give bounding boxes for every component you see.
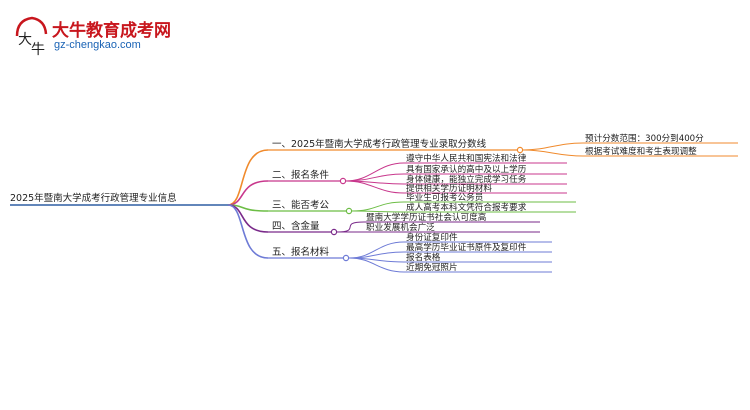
branch-1-leaf-2: 根据考试难度和考生表现调整 — [585, 145, 697, 157]
branch-1-label: 一、2025年暨南大学成考行政管理专业录取分数线 — [272, 138, 487, 150]
branch-3-leaf-1-connector — [351, 201, 405, 212]
logo-title: 大牛教育成考网 — [52, 21, 171, 41]
branch-2-leaf-1-connector — [345, 162, 405, 182]
branch-1-node — [516, 146, 524, 154]
branch-5-leaf-2: 最高学历毕业证书原件及复印件 — [406, 241, 527, 253]
branch-4-node — [330, 228, 338, 236]
branch-5-leaf-1-connector — [348, 241, 405, 259]
branch-5-label: 五、报名材料 — [272, 246, 330, 258]
branch-5-leaf-3: 报名表格 — [406, 251, 441, 263]
branch-2-leaf-1: 遵守中华人民共和国宪法和法律 — [406, 152, 527, 164]
root-label: 2025年暨南大学成考行政管理专业信息 — [10, 192, 177, 204]
branch-3-leaf-2: 成人高考本科文凭符合报考要求 — [406, 201, 527, 213]
branch-3-label: 三、能否考公 — [272, 199, 330, 211]
branch-1-leaf-1-connector — [522, 142, 584, 151]
branch-3-node — [345, 207, 353, 215]
branch-4-leaf-2: 职业发展机会广泛 — [366, 221, 435, 233]
branch-2-label: 二、报名条件 — [272, 169, 330, 181]
branch-4-label: 四、含金量 — [272, 220, 320, 232]
branch-3-leaf-2-connector — [351, 210, 405, 213]
site-logo: 大 牛 大牛教育成考网 gz-chengkao.com — [14, 14, 174, 60]
branch-5-leaf-4: 近期免冠照片 — [406, 261, 458, 273]
branch-1-connector — [227, 149, 269, 206]
branch-1-leaf-1: 预计分数范围：300分到400分 — [585, 132, 704, 144]
logo-mark-icon: 大 牛 — [15, 16, 48, 58]
branch-1-leaf-2-connector — [522, 149, 584, 157]
svg-text:牛: 牛 — [31, 42, 45, 58]
branch-2-leaf-4: 提供相关学历证明材料 — [406, 182, 492, 194]
logo-url: gz-chengkao.com — [54, 39, 141, 51]
branch-3-leaf-1: 毕业生可报考公务员 — [406, 191, 484, 203]
branch-2-leaf-3: 身体健康，能独立完成学习任务 — [406, 173, 527, 185]
branch-5-node — [342, 254, 350, 262]
branch-2-leaf-2: 具有国家承认的高中及以上学历 — [406, 163, 527, 175]
branch-2-connector — [227, 180, 269, 206]
branch-5-leaf-4-connector — [348, 257, 405, 273]
branch-2-node — [339, 177, 347, 185]
branch-4-leaf-1: 暨南大学学历证书社会认可度高 — [366, 211, 487, 223]
branch-4-leaf-1-connector — [336, 221, 365, 233]
branch-5-connector — [227, 204, 269, 259]
branch-2-leaf-4-connector — [345, 180, 405, 194]
branch-5-leaf-1: 身份证复印件 — [406, 231, 458, 243]
svg-text:大: 大 — [18, 32, 32, 48]
